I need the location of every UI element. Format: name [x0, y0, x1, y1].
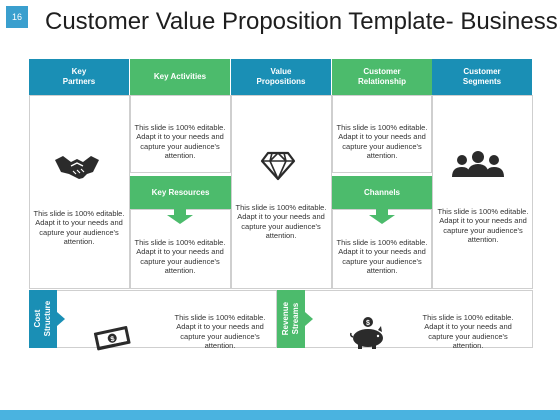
- diamond-icon: [260, 151, 296, 181]
- handshake-icon: [55, 156, 99, 179]
- text-value-propositions: This slide is 100% editable. Adapt it to…: [235, 203, 327, 241]
- label-revenue-streams-text: Revenue Streams: [281, 302, 301, 336]
- slide-title: Customer Value Proposition Template- Bus…: [45, 8, 560, 35]
- label-cost-structure-text: Cost Structure: [33, 301, 52, 337]
- svg-text:$: $: [110, 336, 115, 344]
- svg-text:$: $: [366, 320, 370, 327]
- text-key-resources: This slide is 100% editable. Adapt it to…: [134, 238, 226, 276]
- header-key-activities-label: Key Activities: [153, 72, 207, 81]
- pointer-cost-structure: [57, 312, 65, 326]
- text-revenue-streams: This slide is 100% editable. Adapt it to…: [422, 313, 514, 351]
- header-key-activities: Key Activities: [130, 59, 230, 95]
- box-customer-segments: [432, 95, 533, 289]
- header-customer-relationship-label: Customer Relationship: [357, 67, 406, 86]
- header-channels-label: Channels: [363, 187, 400, 197]
- slide-number: 16: [6, 6, 28, 28]
- arrow-key-resources: [167, 209, 193, 224]
- label-cost-structure: Cost Structure: [29, 290, 57, 348]
- text-key-activities: This slide is 100% editable. Adapt it to…: [134, 123, 226, 161]
- arrow-channels: [369, 209, 395, 224]
- box-key-activities: [130, 95, 231, 173]
- text-key-partners: This slide is 100% editable. Adapt it to…: [33, 209, 125, 247]
- box-customer-relationship: [332, 95, 432, 173]
- header-customer-relationship: Customer Relationship: [332, 59, 432, 95]
- header-value-propositions-label: Value Propositions: [256, 67, 306, 86]
- header-channels: Channels: [332, 176, 432, 209]
- piggy-bank-icon: $: [350, 317, 383, 349]
- bottom-bar: [0, 410, 560, 420]
- text-customer-segments: This slide is 100% editable. Adapt it to…: [437, 207, 529, 245]
- header-customer-segments-label: Customer Segments: [462, 67, 502, 86]
- header-key-resources: Key Resources: [130, 176, 231, 209]
- header-customer-segments: Customer Segments: [432, 59, 532, 95]
- people-icon: [452, 151, 504, 177]
- text-channels: This slide is 100% editable. Adapt it to…: [336, 238, 428, 276]
- box-value-propositions: [231, 95, 332, 289]
- text-customer-relationship: This slide is 100% editable. Adapt it to…: [336, 123, 428, 161]
- header-key-partners-label: Key Partners: [62, 67, 96, 86]
- box-revenue-streams: [277, 290, 533, 348]
- pointer-revenue-streams: [305, 312, 313, 326]
- header-value-propositions: Value Propositions: [231, 59, 331, 95]
- box-cost-structure: [29, 290, 277, 348]
- money-icon: $: [93, 326, 131, 351]
- text-cost-structure: This slide is 100% editable. Adapt it to…: [174, 313, 266, 351]
- box-key-partners: [29, 95, 130, 289]
- header-key-partners: Key Partners: [29, 59, 129, 95]
- header-key-resources-label: Key Resources: [151, 187, 210, 197]
- label-revenue-streams: Revenue Streams: [277, 290, 305, 348]
